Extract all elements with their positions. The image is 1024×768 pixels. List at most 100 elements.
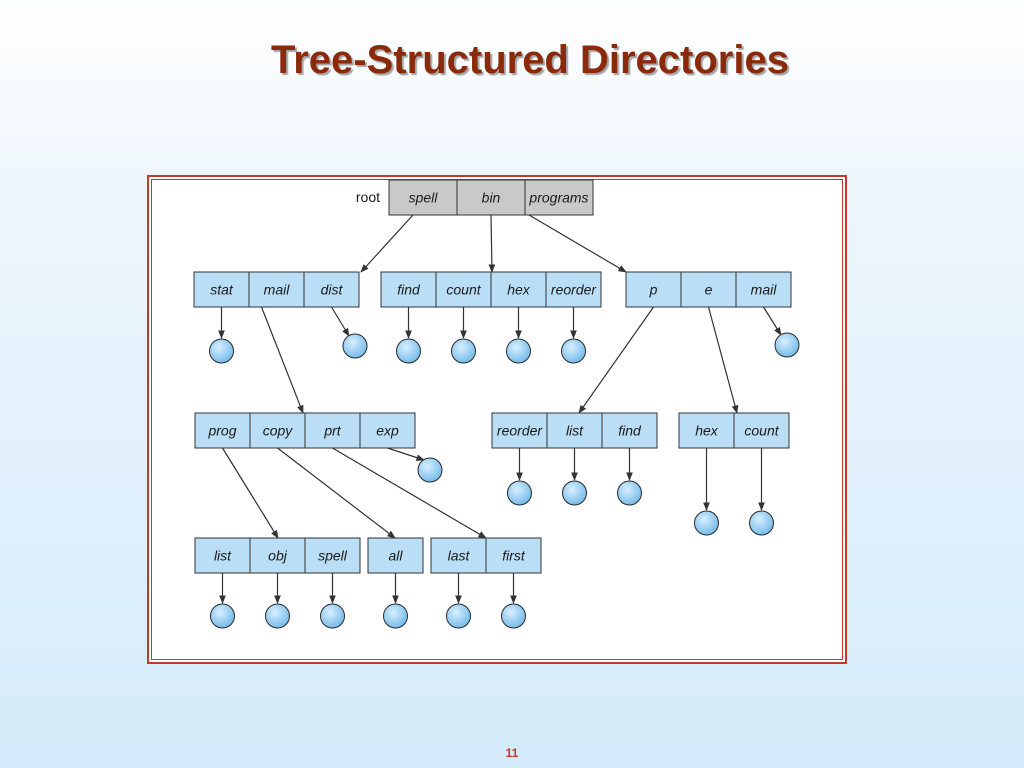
file-node: [396, 338, 421, 364]
directory-level3-2: last first: [430, 537, 542, 574]
edge-prt-to-dir: [332, 447, 487, 539]
directory-entry-cell: [367, 537, 424, 574]
directory-entry: mail: [735, 271, 792, 308]
directory-entry-cell: [303, 271, 360, 308]
directory-level2-2: hex count: [678, 412, 790, 449]
directory-level3-1: all: [367, 537, 424, 574]
directory-entry: reorder: [491, 412, 548, 449]
directory-entry-label: prt: [323, 423, 341, 439]
directory-entry-label: last: [448, 548, 471, 564]
directory-entry: e: [680, 271, 737, 308]
directory-entry: p: [625, 271, 682, 308]
directory-entry: copy: [249, 412, 306, 449]
file-node: [562, 480, 587, 506]
directory-entry-label: all: [388, 548, 403, 564]
edge-bin-to-dir: [488, 214, 496, 273]
file-node: [617, 480, 642, 506]
directory-entry-label: count: [744, 423, 779, 439]
directory-entry: hex: [678, 412, 735, 449]
file-node: [451, 338, 476, 364]
directory-entry-cell: [304, 537, 361, 574]
directory-entry: reorder: [545, 271, 602, 308]
directory-entry: programs: [524, 179, 594, 216]
directory-entry-cell: [304, 412, 361, 449]
directory-entry-cell: [194, 412, 251, 449]
file-node: [774, 332, 800, 358]
edge-e-to-dir: [707, 306, 739, 414]
directory-entry-cell: [249, 412, 306, 449]
file-node: [446, 603, 471, 629]
directory-entry: spell: [304, 537, 361, 574]
edge-to-file: [330, 306, 350, 337]
directory-entry-cell: [490, 271, 547, 308]
directory-entry: list: [194, 537, 251, 574]
directory-level2-0: prog copy prt exp: [194, 412, 416, 449]
directory-entry: spell: [388, 179, 458, 216]
directory-entry-cell: [430, 537, 487, 574]
directory-entry-label: hex: [695, 423, 719, 439]
file-node: [749, 510, 774, 536]
directory-entry-cell: [485, 537, 542, 574]
edges-layer: [218, 214, 782, 604]
directory-entry-cell: [545, 271, 602, 308]
directory-entry-label: mail: [264, 282, 291, 298]
directory-level1-2: p e mail: [625, 271, 792, 308]
directory-entry: find: [380, 271, 437, 308]
directory-entry-label: e: [705, 282, 713, 298]
root-label: root: [356, 189, 380, 205]
directory-level1-0: stat mail dist: [193, 271, 360, 308]
directory-entry: obj: [249, 537, 306, 574]
edge-p-to-dir: [578, 306, 654, 414]
directory-entry: mail: [248, 271, 305, 308]
file-node: [506, 338, 531, 364]
edge-spell-to-dir: [360, 214, 414, 273]
directory-entry-cell: [359, 412, 416, 449]
directory-entry-cell: [601, 412, 658, 449]
edge-to-file: [762, 306, 782, 336]
file-node: [383, 603, 408, 629]
directory-entry: count: [733, 412, 790, 449]
directory-entry-label: count: [446, 282, 481, 298]
file-node: [501, 603, 526, 629]
directory-entry-cell: [625, 271, 682, 308]
file-node: [694, 510, 719, 536]
directory-entry-label: mail: [751, 282, 778, 298]
directory-entry-cell: [524, 179, 594, 216]
directory-entry-label: find: [618, 423, 642, 439]
directory-entry: prog: [194, 412, 251, 449]
directory-entry-label: find: [397, 282, 421, 298]
directory-entry-label: p: [649, 282, 658, 298]
file-node: [265, 603, 290, 629]
directory-level3-0: list obj spell: [194, 537, 361, 574]
directory-entry-label: first: [502, 548, 526, 564]
directory-entry-label: dist: [321, 282, 344, 298]
directory-entry-cell: [546, 412, 603, 449]
page-number: 11: [505, 746, 519, 760]
file-node: [210, 603, 235, 629]
directory-entry: dist: [303, 271, 360, 308]
directory-entry-cell: [194, 537, 251, 574]
directory-entry-cell: [249, 537, 306, 574]
directory-entry-label: obj: [268, 548, 288, 564]
directory-entry-cell: [678, 412, 735, 449]
directory-entry: exp: [359, 412, 416, 449]
directory-entry: count: [435, 271, 492, 308]
directory-entry-cell: [680, 271, 737, 308]
edge-prog-to-dir: [221, 447, 279, 539]
directory-entry: find: [601, 412, 658, 449]
slide-title: Tree-Structured Directories: [271, 38, 789, 82]
directory-entry-label: copy: [263, 423, 294, 439]
directory-entry-label: reorder: [551, 282, 597, 298]
directory-entry: last: [430, 537, 487, 574]
directory-entry: bin: [456, 179, 526, 216]
directory-entry-label: list: [566, 423, 584, 439]
file-node: [507, 480, 532, 506]
directory-entry-cell: [388, 179, 458, 216]
directory-entry: first: [485, 537, 542, 574]
directory-entry: stat: [193, 271, 250, 308]
directory-entry-cell: [380, 271, 437, 308]
edge-to-file: [387, 447, 425, 461]
